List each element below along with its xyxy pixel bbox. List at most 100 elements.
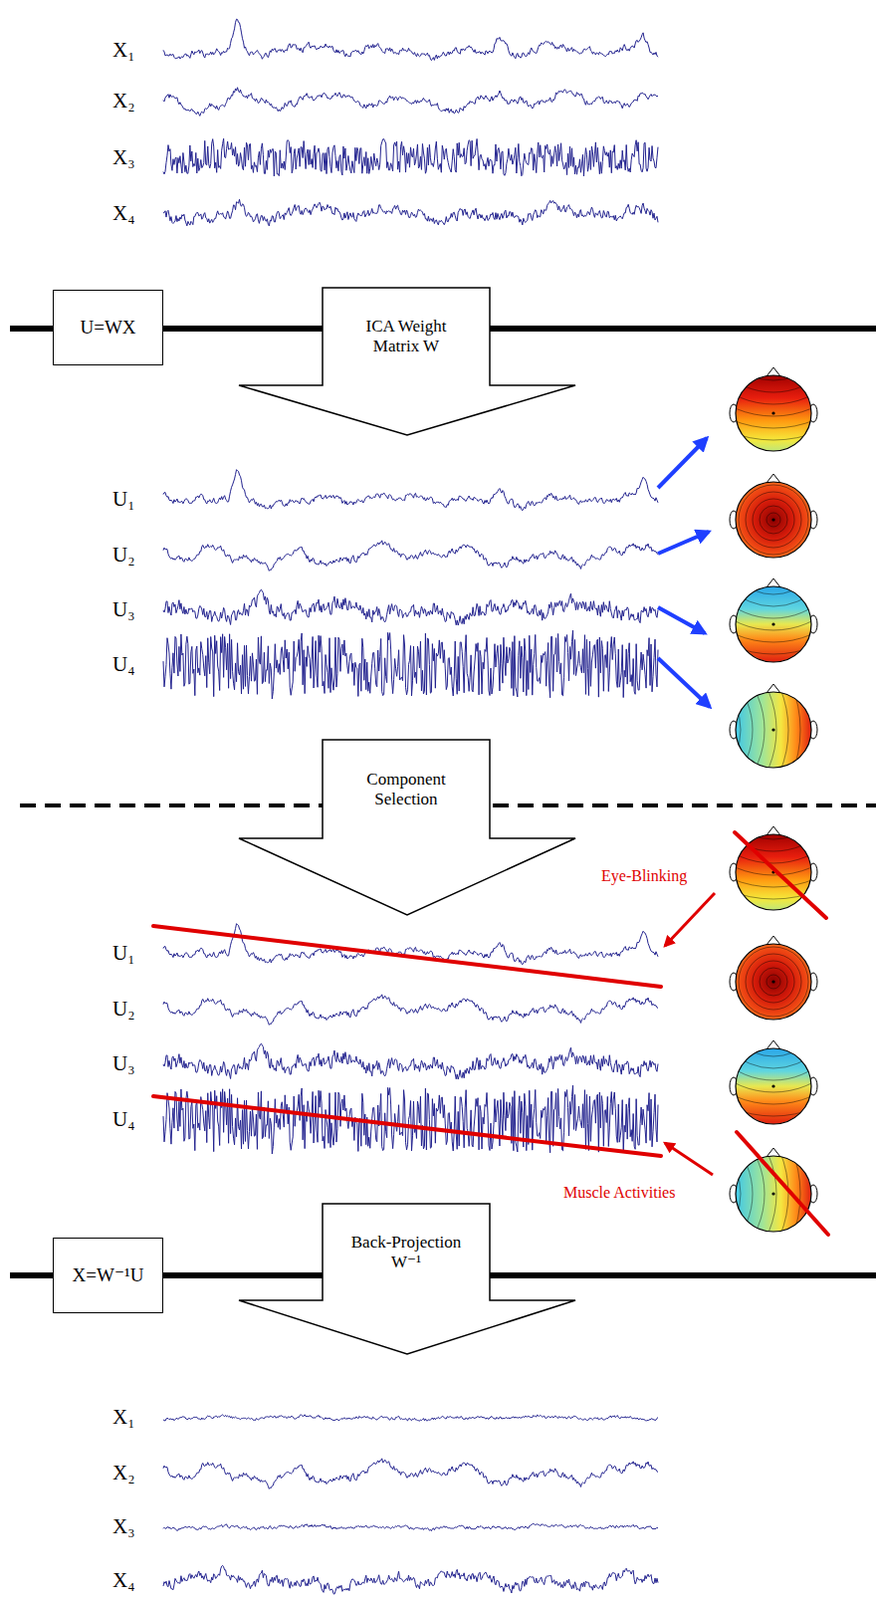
eeg-trace	[163, 1523, 658, 1531]
signal-name: U₁	[112, 941, 136, 965]
head-outline	[735, 1155, 812, 1232]
contour-line	[711, 482, 836, 607]
electrode-dot	[771, 517, 775, 521]
signal-name: X₂	[112, 1461, 136, 1485]
contour-line	[766, 512, 781, 527]
contour-line	[545, 1060, 813, 1327]
scalp-map	[652, 423, 876, 666]
block-arrow-shape	[238, 1203, 576, 1354]
block-arrow: Component Selection	[237, 739, 577, 915]
contour-line	[759, 967, 788, 996]
callout-label: Eye-Blinking	[601, 867, 687, 885]
step-label: Component Selection	[342, 769, 470, 809]
eeg-traces	[163, 18, 658, 1594]
scalp-map	[545, 596, 818, 864]
contour-line	[711, 715, 836, 840]
contour-line	[675, 908, 872, 1104]
contour-line	[711, 944, 836, 1069]
equation-text: X=W⁻¹U	[72, 1264, 145, 1287]
scalp-map	[545, 1060, 818, 1327]
eeg-trace	[163, 1414, 658, 1422]
eeg-trace	[163, 630, 658, 699]
eeg-trace	[163, 1564, 658, 1594]
blue-arrow	[657, 657, 710, 707]
contour-line	[593, 644, 765, 816]
blue-arrow	[657, 438, 707, 488]
contour-line	[745, 953, 802, 1010]
signal-name: X₂	[112, 89, 136, 113]
contour-line	[738, 484, 809, 555]
block-arrow-label-area: ICA Weight Matrix W	[328, 291, 484, 382]
contour-line	[617, 667, 741, 792]
eeg-trace	[163, 1458, 658, 1490]
contour-line	[675, 220, 872, 417]
head-outline	[735, 691, 812, 768]
signal-name: X₁	[112, 1405, 136, 1429]
contour-line	[699, 244, 848, 393]
rejection-marks	[153, 832, 829, 1235]
signal-name: X₃	[112, 1515, 136, 1538]
block-arrow-outline	[237, 287, 577, 438]
electrode-dot	[771, 727, 775, 731]
block-arrow-shape	[238, 287, 576, 436]
signal-name: U₃	[112, 1052, 136, 1076]
contour-line	[738, 946, 809, 1017]
eeg-trace	[163, 138, 658, 177]
scalp-field	[735, 1155, 812, 1232]
contour-line	[699, 703, 848, 852]
equation-box: U=WX	[52, 289, 164, 366]
electrode-dot	[771, 1191, 775, 1195]
eeg-trace	[163, 589, 658, 626]
scalp-map	[640, 185, 876, 452]
signal-name: X₃	[112, 146, 136, 170]
contour-line	[675, 679, 872, 876]
signal-name: U₄	[112, 653, 136, 676]
contour-line	[663, 896, 876, 1116]
contour-line	[752, 498, 795, 541]
contour-line	[699, 932, 848, 1081]
blue-arrow	[657, 607, 705, 634]
electrode-dot	[771, 622, 775, 626]
contour-line	[652, 884, 876, 1128]
head-outline	[735, 481, 812, 558]
contour-line	[652, 423, 876, 666]
contour-line	[766, 974, 781, 989]
block-arrow-outline	[237, 739, 577, 917]
scalp-map	[729, 935, 818, 1020]
signal-name: U₂	[112, 543, 136, 567]
eeg-trace	[163, 199, 658, 226]
contour-line	[569, 620, 789, 840]
contour-line	[745, 491, 802, 548]
equation-box: X=W⁻¹U	[52, 1237, 164, 1314]
contour-line	[663, 667, 876, 887]
contour-line	[675, 446, 872, 643]
scalp-map	[652, 884, 876, 1128]
head-outline	[735, 375, 812, 451]
block-arrow-outline	[237, 1203, 577, 1356]
contour-line	[557, 608, 801, 852]
signal-name: U₂	[112, 997, 136, 1021]
contour-line	[723, 956, 824, 1057]
scalp-map	[729, 473, 818, 558]
scalp-field	[735, 481, 812, 558]
head-outline	[735, 943, 812, 1020]
electrode-dot	[771, 411, 775, 415]
eeg-trace	[163, 994, 658, 1026]
strike-line	[734, 832, 827, 918]
head-outline	[735, 1048, 812, 1124]
step-label: ICA Weight Matrix W	[342, 316, 470, 356]
block-arrow-label-area: Back-Projection W⁻¹	[328, 1207, 484, 1297]
contour-line	[557, 1072, 801, 1315]
eeg-trace	[163, 18, 658, 60]
step-label: Back-Projection W⁻¹	[342, 1232, 470, 1272]
contour-line	[663, 435, 876, 655]
block-arrow: Back-Projection W⁻¹	[237, 1203, 577, 1354]
equation-text: U=WX	[79, 316, 136, 339]
eeg-trace	[163, 87, 658, 117]
contour-line	[752, 960, 795, 1003]
signal-name: X₄	[112, 1568, 136, 1592]
scalp-field	[735, 586, 812, 662]
scalp-field	[735, 691, 812, 768]
